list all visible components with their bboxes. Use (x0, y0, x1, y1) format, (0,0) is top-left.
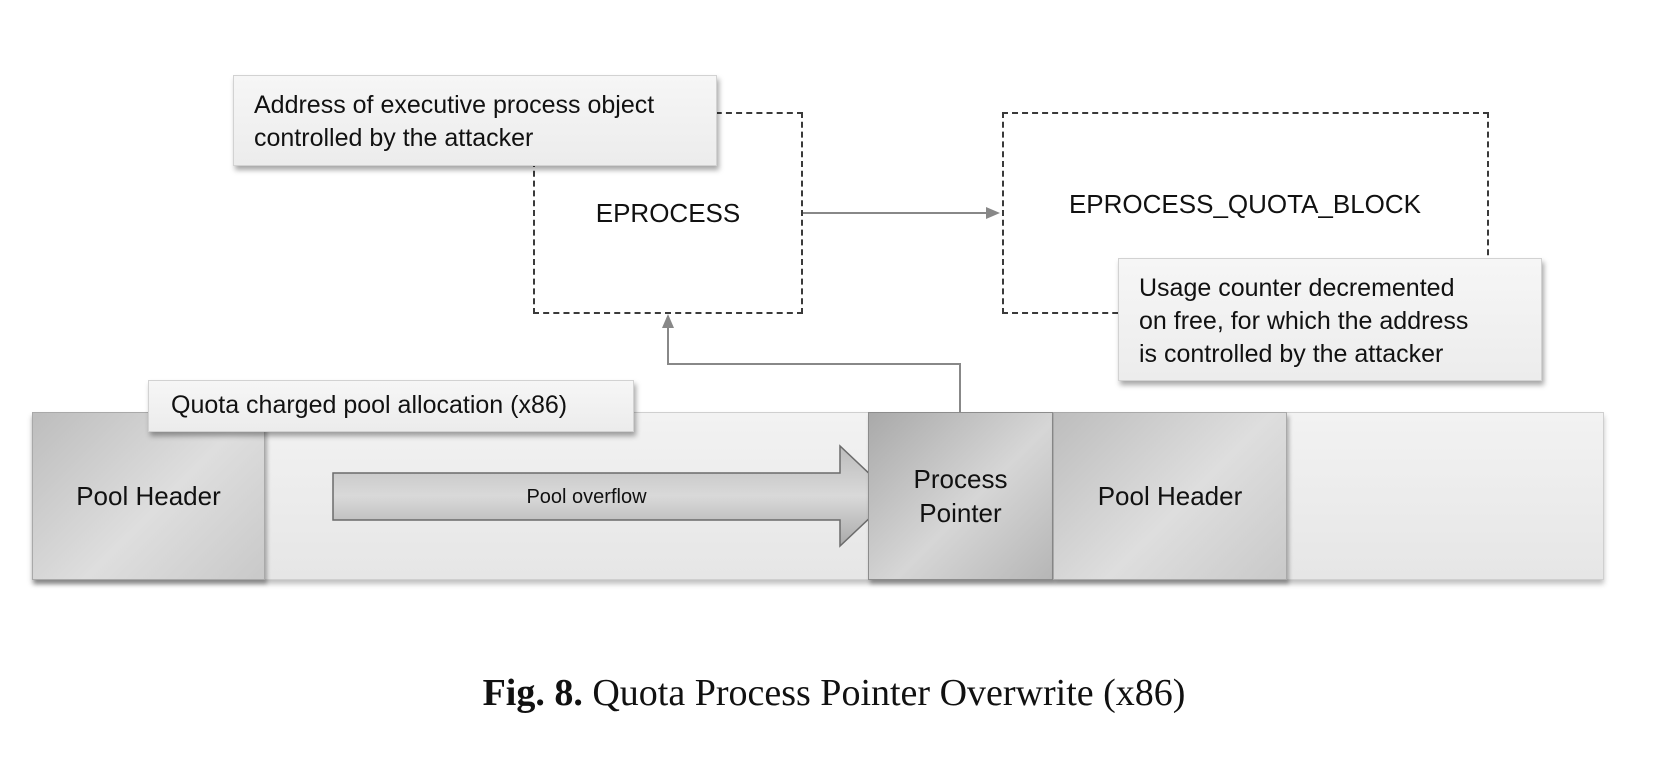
callout-usage-line-3: is controlled by the attacker (1139, 340, 1444, 368)
callout-address-controlled: Address of executive process object cont… (233, 75, 717, 166)
allocation-label-text: Quota charged pool allocation (x86) (171, 391, 568, 419)
pool-header-right-label: Pool Header (1097, 481, 1243, 511)
eprocess-quota-block-label: EPROCESS_QUOTA_BLOCK (1068, 188, 1422, 219)
pool-header-right: Pool Header (1053, 412, 1287, 580)
callout-usage-counter: Usage counter decremented on free, for w… (1118, 258, 1542, 381)
callout-address-line-1: Address of executive process object (254, 91, 655, 119)
pool-overflow-arrow (332, 444, 895, 548)
callout-usage-line-1: Usage counter decremented (1139, 274, 1455, 302)
pool-overflow-label: Pool overflow (526, 486, 647, 508)
figure-caption-label: Fig. 8. (482, 672, 583, 714)
eprocess-label: EPROCESS (595, 197, 741, 228)
pool-header-left: Pool Header (32, 412, 265, 580)
allocation-label: Quota charged pool allocation (x86) (148, 380, 634, 432)
process-pointer-line-1: Process (913, 464, 1008, 494)
eprocess-quota-block-label-wrap: EPROCESS_QUOTA_BLOCK (1004, 184, 1486, 224)
figure-caption: Fig. 8. Quota Process Pointer Overwrite … (0, 665, 1668, 721)
callout-usage-line-2: on free, for which the address (1139, 307, 1469, 335)
process-pointer-line-2: Pointer (919, 498, 1002, 528)
callout-address-line-2: controlled by the attacker (254, 124, 534, 152)
process-pointer-cell: Process Pointer (868, 412, 1053, 580)
pointer-to-eprocess-connector (667, 326, 961, 412)
pointer-to-eprocess-arrowhead (662, 314, 674, 328)
eprocess-to-quota-arrowhead (986, 207, 1000, 219)
pool-header-left-label: Pool Header (76, 481, 221, 511)
figure-caption-text: Quota Process Pointer Overwrite (x86) (592, 672, 1186, 714)
